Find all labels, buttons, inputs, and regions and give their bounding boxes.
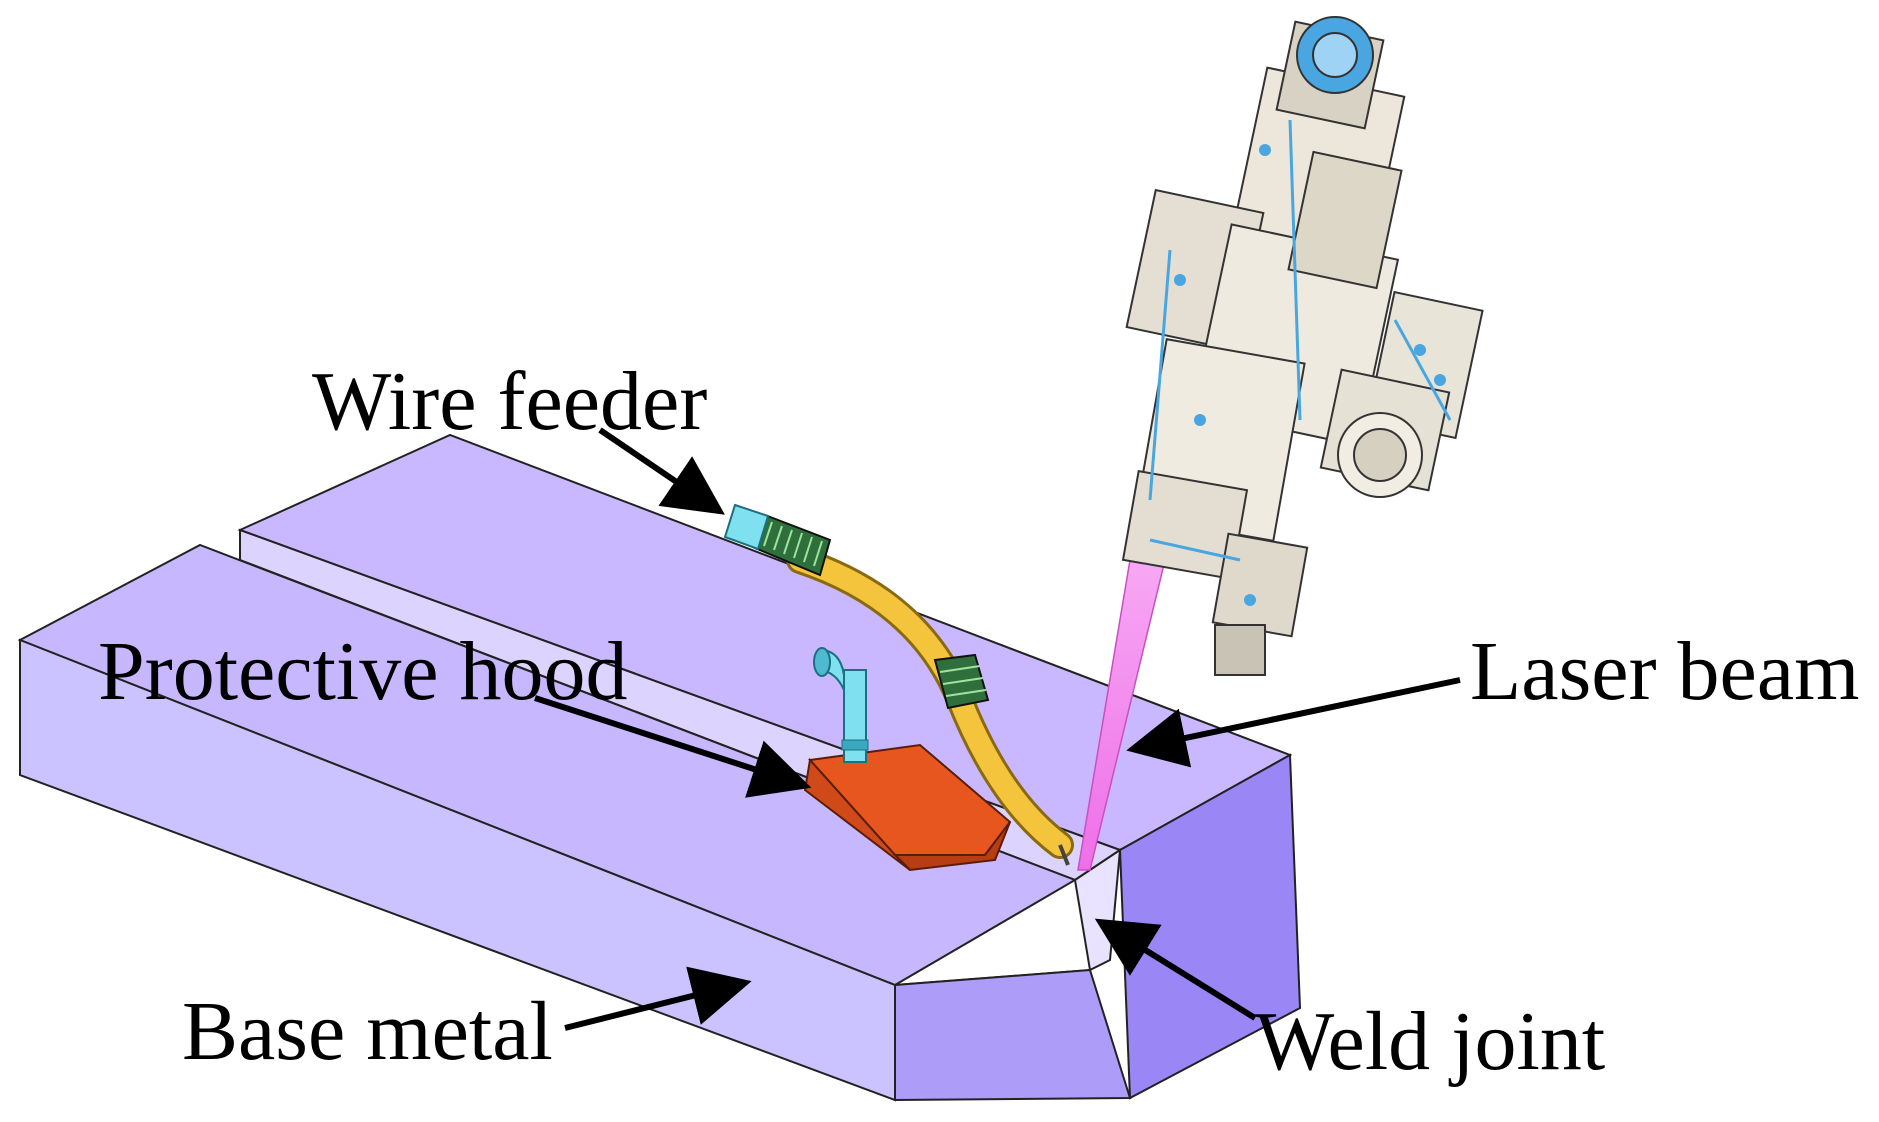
arrow-laser-beam	[1126, 677, 1461, 768]
label-wire-feeder: Wire feeder	[312, 355, 708, 448]
laser-welding-head	[1121, 16, 1484, 676]
label-base-metal: Base metal	[182, 985, 553, 1078]
knurl-pattern	[763, 521, 823, 567]
protective-hood	[803, 647, 1012, 872]
label-laser-beam: Laser beam	[1470, 625, 1860, 718]
wire-feeder	[723, 503, 1074, 866]
arrow-weld-joint	[1094, 918, 1257, 1021]
arrow-base-metal	[564, 966, 752, 1031]
callout-arrows	[534, 427, 1461, 1031]
arrow-protective-hood	[534, 695, 812, 798]
arrow-wire-feeder	[598, 427, 725, 515]
label-protective-hood: Protective hood	[98, 625, 628, 718]
plate-back-side	[1118, 753, 1302, 1100]
plate-right-face	[894, 968, 1132, 1102]
label-weld-joint: Weld joint	[1255, 995, 1606, 1088]
